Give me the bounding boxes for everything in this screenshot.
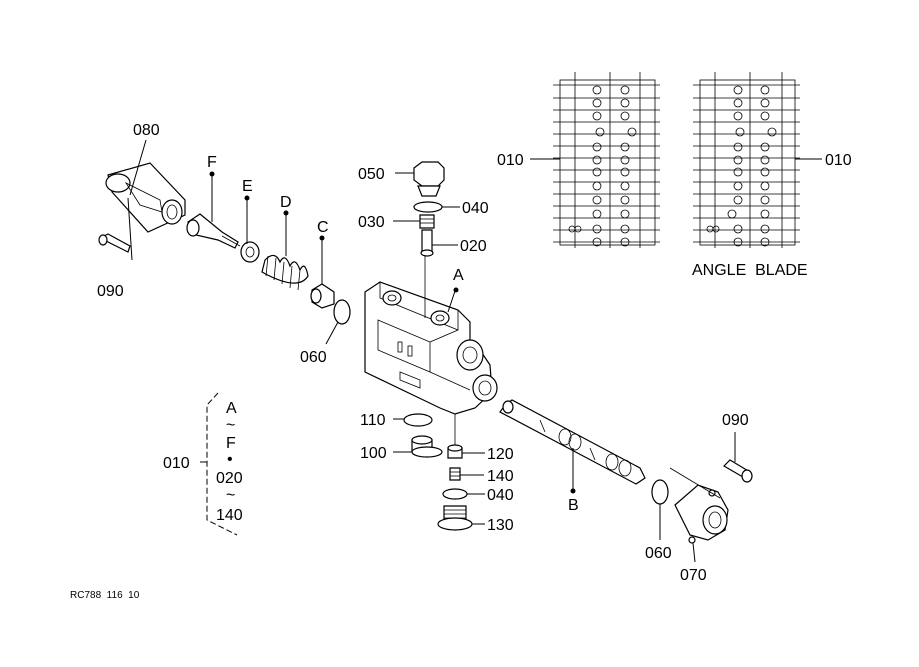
legend-line-2: ~ (226, 417, 235, 434)
part-D-spring (261, 254, 309, 291)
part-100-plug (411, 435, 443, 458)
label-angle-blade: ANGLE BLADE (692, 262, 808, 279)
part-110-oring (403, 413, 433, 427)
part-040-oring-bottom (442, 488, 468, 500)
part-B-spool (499, 399, 646, 485)
label-060-left: 060 (300, 349, 327, 366)
label-020: 020 (460, 238, 487, 255)
label-070: 070 (680, 567, 707, 584)
part-F-spool (186, 213, 241, 249)
label-060-right: 060 (645, 545, 672, 562)
label-120: 120 (487, 446, 514, 463)
legend-bracket (200, 392, 238, 536)
label-E: E (242, 178, 253, 195)
part-040-oring-top (413, 201, 443, 213)
label-030: 030 (358, 214, 385, 231)
part-090-bolt-right (723, 459, 753, 483)
legend-line-1: A (226, 400, 237, 417)
label-C: C (317, 219, 329, 236)
part-C-piston (310, 283, 335, 309)
label-130: 130 (487, 517, 514, 534)
label-050: 050 (358, 166, 385, 183)
legend-line-7: 140 (216, 507, 243, 524)
label-F: F (207, 154, 217, 171)
label-080: 080 (133, 122, 160, 139)
part-130-plug (437, 505, 473, 531)
part-060-oring-left (333, 299, 351, 325)
footer-code: RC788 116 10 (70, 590, 140, 601)
label-040-bottom: 040 (487, 487, 514, 504)
valve-stack-left (553, 72, 660, 248)
part-050-plug (413, 161, 445, 197)
label-D: D (280, 194, 292, 211)
label-010-right: 010 (825, 152, 852, 169)
label-090-left: 090 (97, 283, 124, 300)
part-140-spring (449, 467, 461, 481)
label-010-left: 010 (497, 152, 524, 169)
part-E-seat (240, 241, 260, 263)
part-080-cap (105, 162, 186, 233)
legend-line-5: 020 (216, 470, 243, 487)
valve-body (364, 281, 498, 415)
label-110: 110 (360, 412, 386, 429)
label-040-top: 040 (462, 200, 489, 217)
legend-line-3: F (226, 435, 236, 452)
legend-line-4: • (227, 451, 233, 468)
part-020-poppet (420, 229, 434, 257)
label-100: 100 (360, 445, 387, 462)
label-140: 140 (487, 468, 514, 485)
label-B: B (568, 497, 579, 514)
part-120-poppet (447, 444, 463, 459)
part-060-oring-right (651, 479, 669, 505)
label-090-right: 090 (722, 412, 749, 429)
part-030-spring (419, 214, 435, 229)
part-090-bolt-left (98, 233, 131, 253)
label-010-legend: 010 (163, 455, 190, 472)
part-070-cover (674, 484, 729, 544)
label-A: A (453, 267, 464, 284)
valve-stack-right (693, 72, 800, 248)
legend-line-6: ~ (226, 487, 235, 504)
